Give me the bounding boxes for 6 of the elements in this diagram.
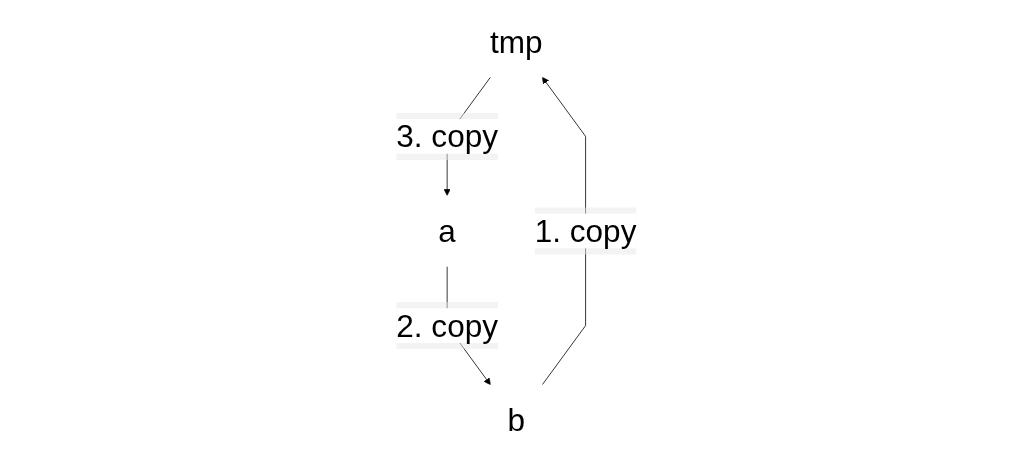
edge-label: 2. copy (395, 308, 498, 343)
node-text: a (438, 213, 456, 249)
edge-label: 3. copy (395, 119, 498, 154)
node-text: tmp (489, 24, 543, 60)
edge-label: 1. copy (534, 213, 637, 249)
node-text: b (507, 402, 525, 438)
